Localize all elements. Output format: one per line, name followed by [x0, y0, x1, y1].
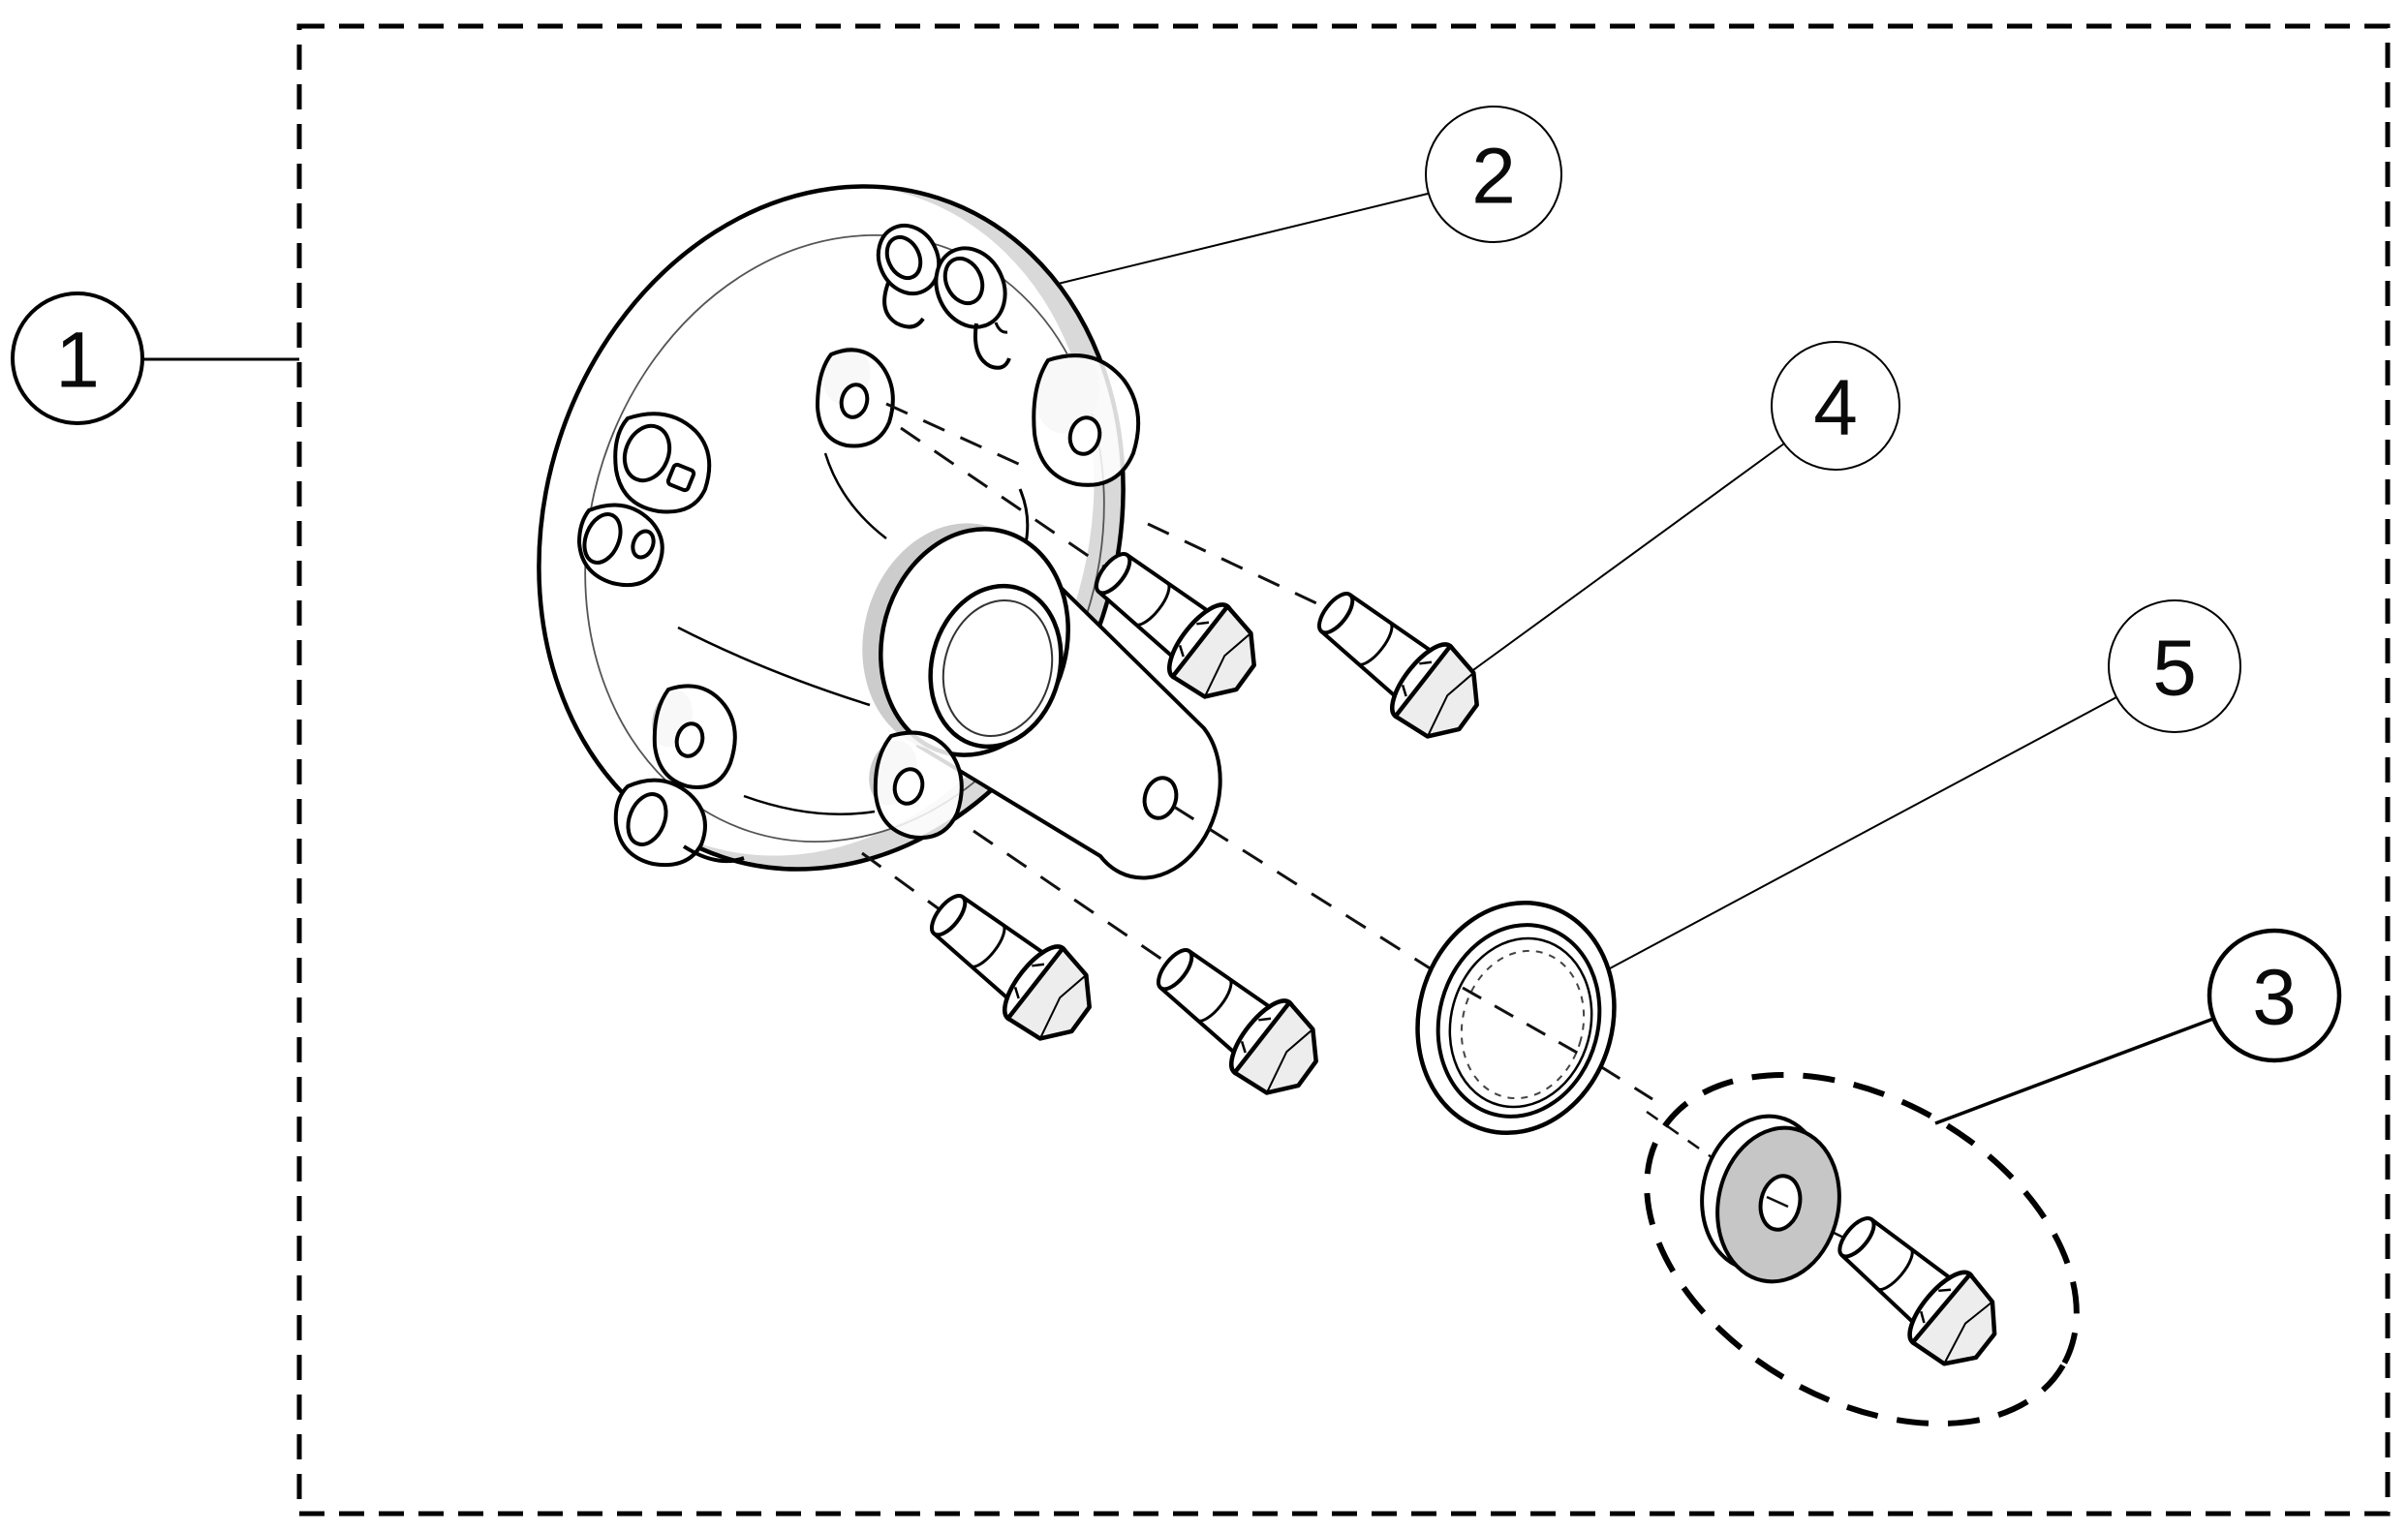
callout-1-circle[interactable] — [11, 291, 144, 425]
hub-keyhole-slots — [876, 223, 1011, 370]
axis-bolt4-segment-b — [1147, 522, 1328, 610]
spindle-end-hole — [1142, 776, 1179, 820]
keyhole-mark — [994, 322, 1008, 334]
hub-left-cutouts — [576, 412, 712, 588]
keyhole-slot-hole-1 — [884, 234, 923, 281]
lug-hole — [839, 383, 870, 419]
group-bolt — [1820, 1196, 2015, 1379]
lug-hole — [1067, 415, 1102, 456]
flange-bolt-4 — [1300, 571, 1496, 751]
callout-1-label: 1 — [55, 317, 100, 405]
hub-spindle-housing — [519, 184, 1222, 880]
group-dashed-ellipse — [1644, 1071, 2080, 1427]
seal-lip-dotted — [1460, 949, 1586, 1100]
callout-5[interactable]: 5 — [2108, 599, 2241, 733]
hub-cone-curve-2 — [677, 626, 871, 707]
callout-1[interactable]: 1 — [11, 291, 144, 425]
leader-line-2 — [1049, 193, 1429, 287]
callout-5-label: 5 — [2152, 625, 2197, 713]
axis-seal-segment-a — [1173, 805, 1433, 971]
lug-boss-top-right — [1032, 353, 1141, 487]
axis-bolt4-segment-a — [885, 402, 1026, 469]
lug-hole — [892, 767, 925, 806]
leader-line-4 — [1455, 443, 1785, 684]
lug-hole — [674, 721, 705, 758]
cutout-oval-1 — [622, 423, 672, 483]
washer-hole-tick — [1766, 1195, 1789, 1209]
callout-3[interactable]: 3 — [2207, 928, 2342, 1063]
lug-boss-bottom-center — [869, 730, 964, 840]
leader-line-5 — [1609, 696, 2117, 969]
keyhole-slot-tail-1 — [882, 282, 925, 329]
callout-3-label: 3 — [2252, 954, 2297, 1042]
axis-seal-segment-c — [1599, 1064, 1653, 1101]
hub-flange-outline — [537, 184, 1126, 872]
cutout-oval-2 — [582, 512, 623, 565]
hub-cone-curve-1 — [823, 452, 887, 539]
callout-5-circle[interactable] — [2108, 599, 2241, 733]
bearing-bore — [928, 583, 1064, 750]
axis-boltB — [900, 426, 1109, 571]
callout-2-label: 2 — [1471, 133, 1516, 221]
axis-seal-through-bore — [1462, 986, 1580, 1056]
flange-bolt-lower-mid — [1139, 928, 1335, 1108]
callout-4-label: 4 — [1813, 364, 1858, 452]
keyhole-slot-hole-2 — [942, 256, 985, 306]
callout-3-circle[interactable] — [2207, 928, 2342, 1063]
axis-boltC — [861, 851, 944, 914]
seal-ring — [1415, 900, 1617, 1136]
cutout-oval-3 — [631, 529, 656, 560]
callout-2[interactable]: 2 — [1425, 106, 1562, 243]
leader-line-3 — [1934, 1017, 2214, 1125]
assembly-boundary-box — [296, 23, 2391, 1517]
lug-boss-top-center — [815, 347, 895, 448]
washer — [1700, 1114, 1841, 1284]
washer-bolt-group — [1644, 1071, 2080, 1427]
hub-cone-curve-3 — [743, 794, 876, 815]
keyhole-slot-tail-2 — [973, 322, 1011, 370]
flange-bolt-lower-left — [912, 874, 1108, 1054]
cutout-oval-4 — [626, 792, 668, 846]
cutout-square-notch — [665, 462, 696, 493]
callout-4-circle[interactable] — [1771, 341, 1900, 471]
group-axis-segment-a — [1646, 1110, 1715, 1161]
bearing-seat-line — [942, 598, 1054, 738]
callout-2-circle[interactable] — [1425, 106, 1562, 243]
callout-4[interactable]: 4 — [1771, 341, 1900, 471]
lug-boss-bottom-left — [652, 684, 737, 789]
cutout-slot-bottom — [682, 844, 745, 864]
hub-bottom-cutouts — [613, 778, 745, 867]
seal-bore — [1448, 936, 1593, 1109]
